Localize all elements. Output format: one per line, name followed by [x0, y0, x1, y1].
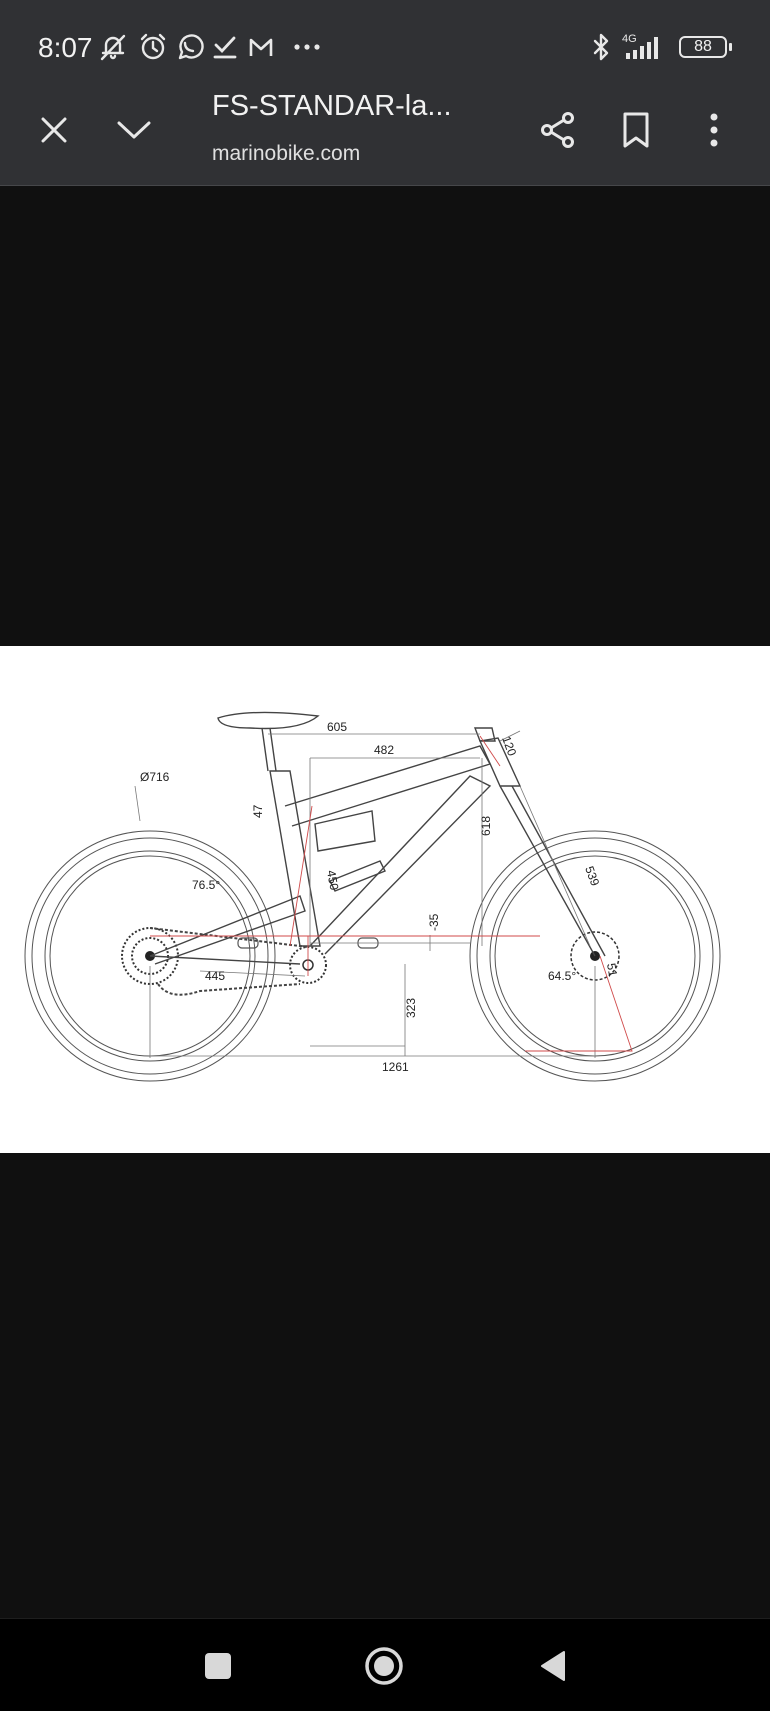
close-button[interactable] [28, 104, 80, 156]
back-button[interactable] [528, 1641, 578, 1691]
offset-label: 51 [604, 962, 620, 978]
home-button[interactable] [359, 1641, 409, 1691]
close-icon [41, 117, 67, 143]
more-dots-icon [290, 31, 324, 63]
home-circle-icon [365, 1647, 403, 1685]
stem-handlebar [473, 727, 496, 742]
battery-indicator: 88 [679, 36, 732, 58]
bluetooth-icon [588, 31, 614, 63]
muted-notification-icon [96, 31, 130, 63]
share-icon [541, 112, 574, 148]
chainstay-label: 445 [205, 969, 225, 983]
whatsapp-icon [172, 31, 206, 63]
dimension-lines [134, 730, 596, 1058]
bike-geometry-drawing[interactable]: Ø716 605 482 120 47 618 539 76.5° 450 -3… [0, 646, 770, 1153]
page-info[interactable]: FS-STANDAR-la... marinobike.com [0, 90, 520, 186]
more-vert-icon [710, 113, 718, 147]
bb-drop-label: -35 [427, 913, 441, 931]
page-domain: marinobike.com [212, 142, 361, 165]
image-viewer[interactable]: Ø716 605 482 120 47 618 539 76.5° 450 -3… [0, 186, 770, 1618]
page-title: FS-STANDAR-la... [212, 90, 452, 122]
seat-tube-label: 450 [324, 869, 341, 891]
seat-angle-label: 76.5° [192, 878, 220, 892]
system-navigation-bar [0, 1618, 770, 1711]
bb-offset-label: 47 [251, 804, 265, 818]
saddle [217, 711, 320, 772]
task-check-icon [210, 31, 240, 63]
stack-label: 618 [479, 816, 493, 836]
share-button[interactable] [532, 104, 584, 156]
top-tube-label: 605 [327, 720, 347, 734]
network-type-label: 4G [622, 33, 637, 45]
alarm-icon [136, 31, 170, 63]
red-reference-lines [150, 735, 633, 1052]
back-triangle-icon [541, 1651, 565, 1681]
head-tube-label: 120 [499, 734, 519, 758]
recents-button[interactable] [193, 1641, 243, 1691]
chain [149, 927, 309, 996]
front-wheel [469, 830, 721, 1082]
status-bar: 8:07 4G 88 [0, 0, 770, 90]
bike-frame [149, 737, 606, 965]
reach-label: 482 [374, 743, 394, 757]
bb-height-label: 323 [404, 998, 418, 1018]
minimize-button[interactable] [108, 104, 160, 156]
status-time: 8:07 [38, 32, 93, 63]
wheelbase-label: 1261 [382, 1060, 409, 1074]
chevron-down-icon [117, 121, 151, 139]
head-angle-label: 64.5° [548, 969, 576, 983]
bookmark-button[interactable] [610, 104, 662, 156]
fork-length-label: 539 [582, 864, 602, 888]
gmail-icon [244, 31, 278, 63]
more-options-button[interactable] [688, 104, 740, 156]
wheel-diameter-label: Ø716 [140, 770, 170, 784]
recents-square-icon [205, 1653, 231, 1679]
bookmark-icon [623, 112, 649, 148]
cellular-signal-icon: 4G [618, 31, 670, 63]
custom-tab-toolbar: FS-STANDAR-la... marinobike.com [0, 90, 770, 186]
